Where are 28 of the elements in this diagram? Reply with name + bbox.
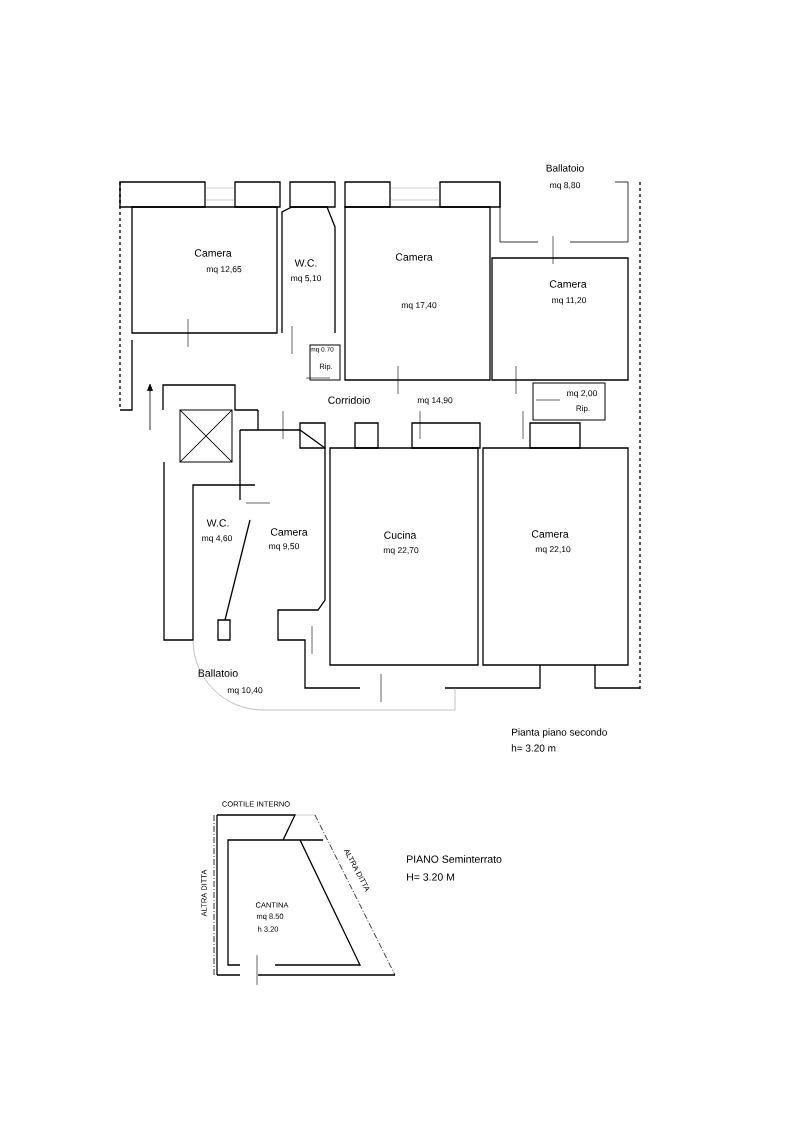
area-label: mq 2,00: [567, 390, 597, 398]
height-label: h= 3.20 m: [511, 744, 556, 752]
small-label: Rip.: [576, 405, 590, 413]
room-name: W.C.: [294, 259, 317, 267]
area-label: mq 12,65: [206, 266, 242, 274]
height-label: H= 3.20 M: [407, 873, 455, 881]
area-label: mq 11,20: [552, 297, 587, 305]
plan-title: Pianta piano secondo: [512, 728, 607, 738]
room-name: Camera: [395, 253, 433, 261]
area-label: mq 5,10: [291, 275, 321, 283]
room-name: W.C.: [206, 519, 229, 527]
room-name: Ballatoio: [546, 164, 584, 172]
area-label: mq 8,80: [550, 182, 580, 190]
room-name: Camera: [531, 530, 569, 538]
area-label: mq 14,90: [417, 397, 453, 405]
room-name: Camera: [194, 249, 232, 257]
plan-title: PIANO Seminterrato: [407, 855, 502, 863]
room-name: Camera: [549, 280, 587, 288]
area-label: mq 9,50: [269, 543, 299, 551]
room-name: Corridoio: [328, 396, 370, 404]
room-name: Camera: [270, 528, 308, 536]
area-label: mq 22,10: [535, 546, 571, 554]
area-label: mq 17,40: [401, 302, 437, 310]
area-label: mq 10,40: [227, 687, 263, 695]
room-name: Ballatoio: [198, 669, 238, 677]
area-label: mq 4,60: [202, 535, 232, 543]
room-name: Cucina: [384, 531, 417, 539]
area-label: mq 22,70: [383, 547, 419, 555]
